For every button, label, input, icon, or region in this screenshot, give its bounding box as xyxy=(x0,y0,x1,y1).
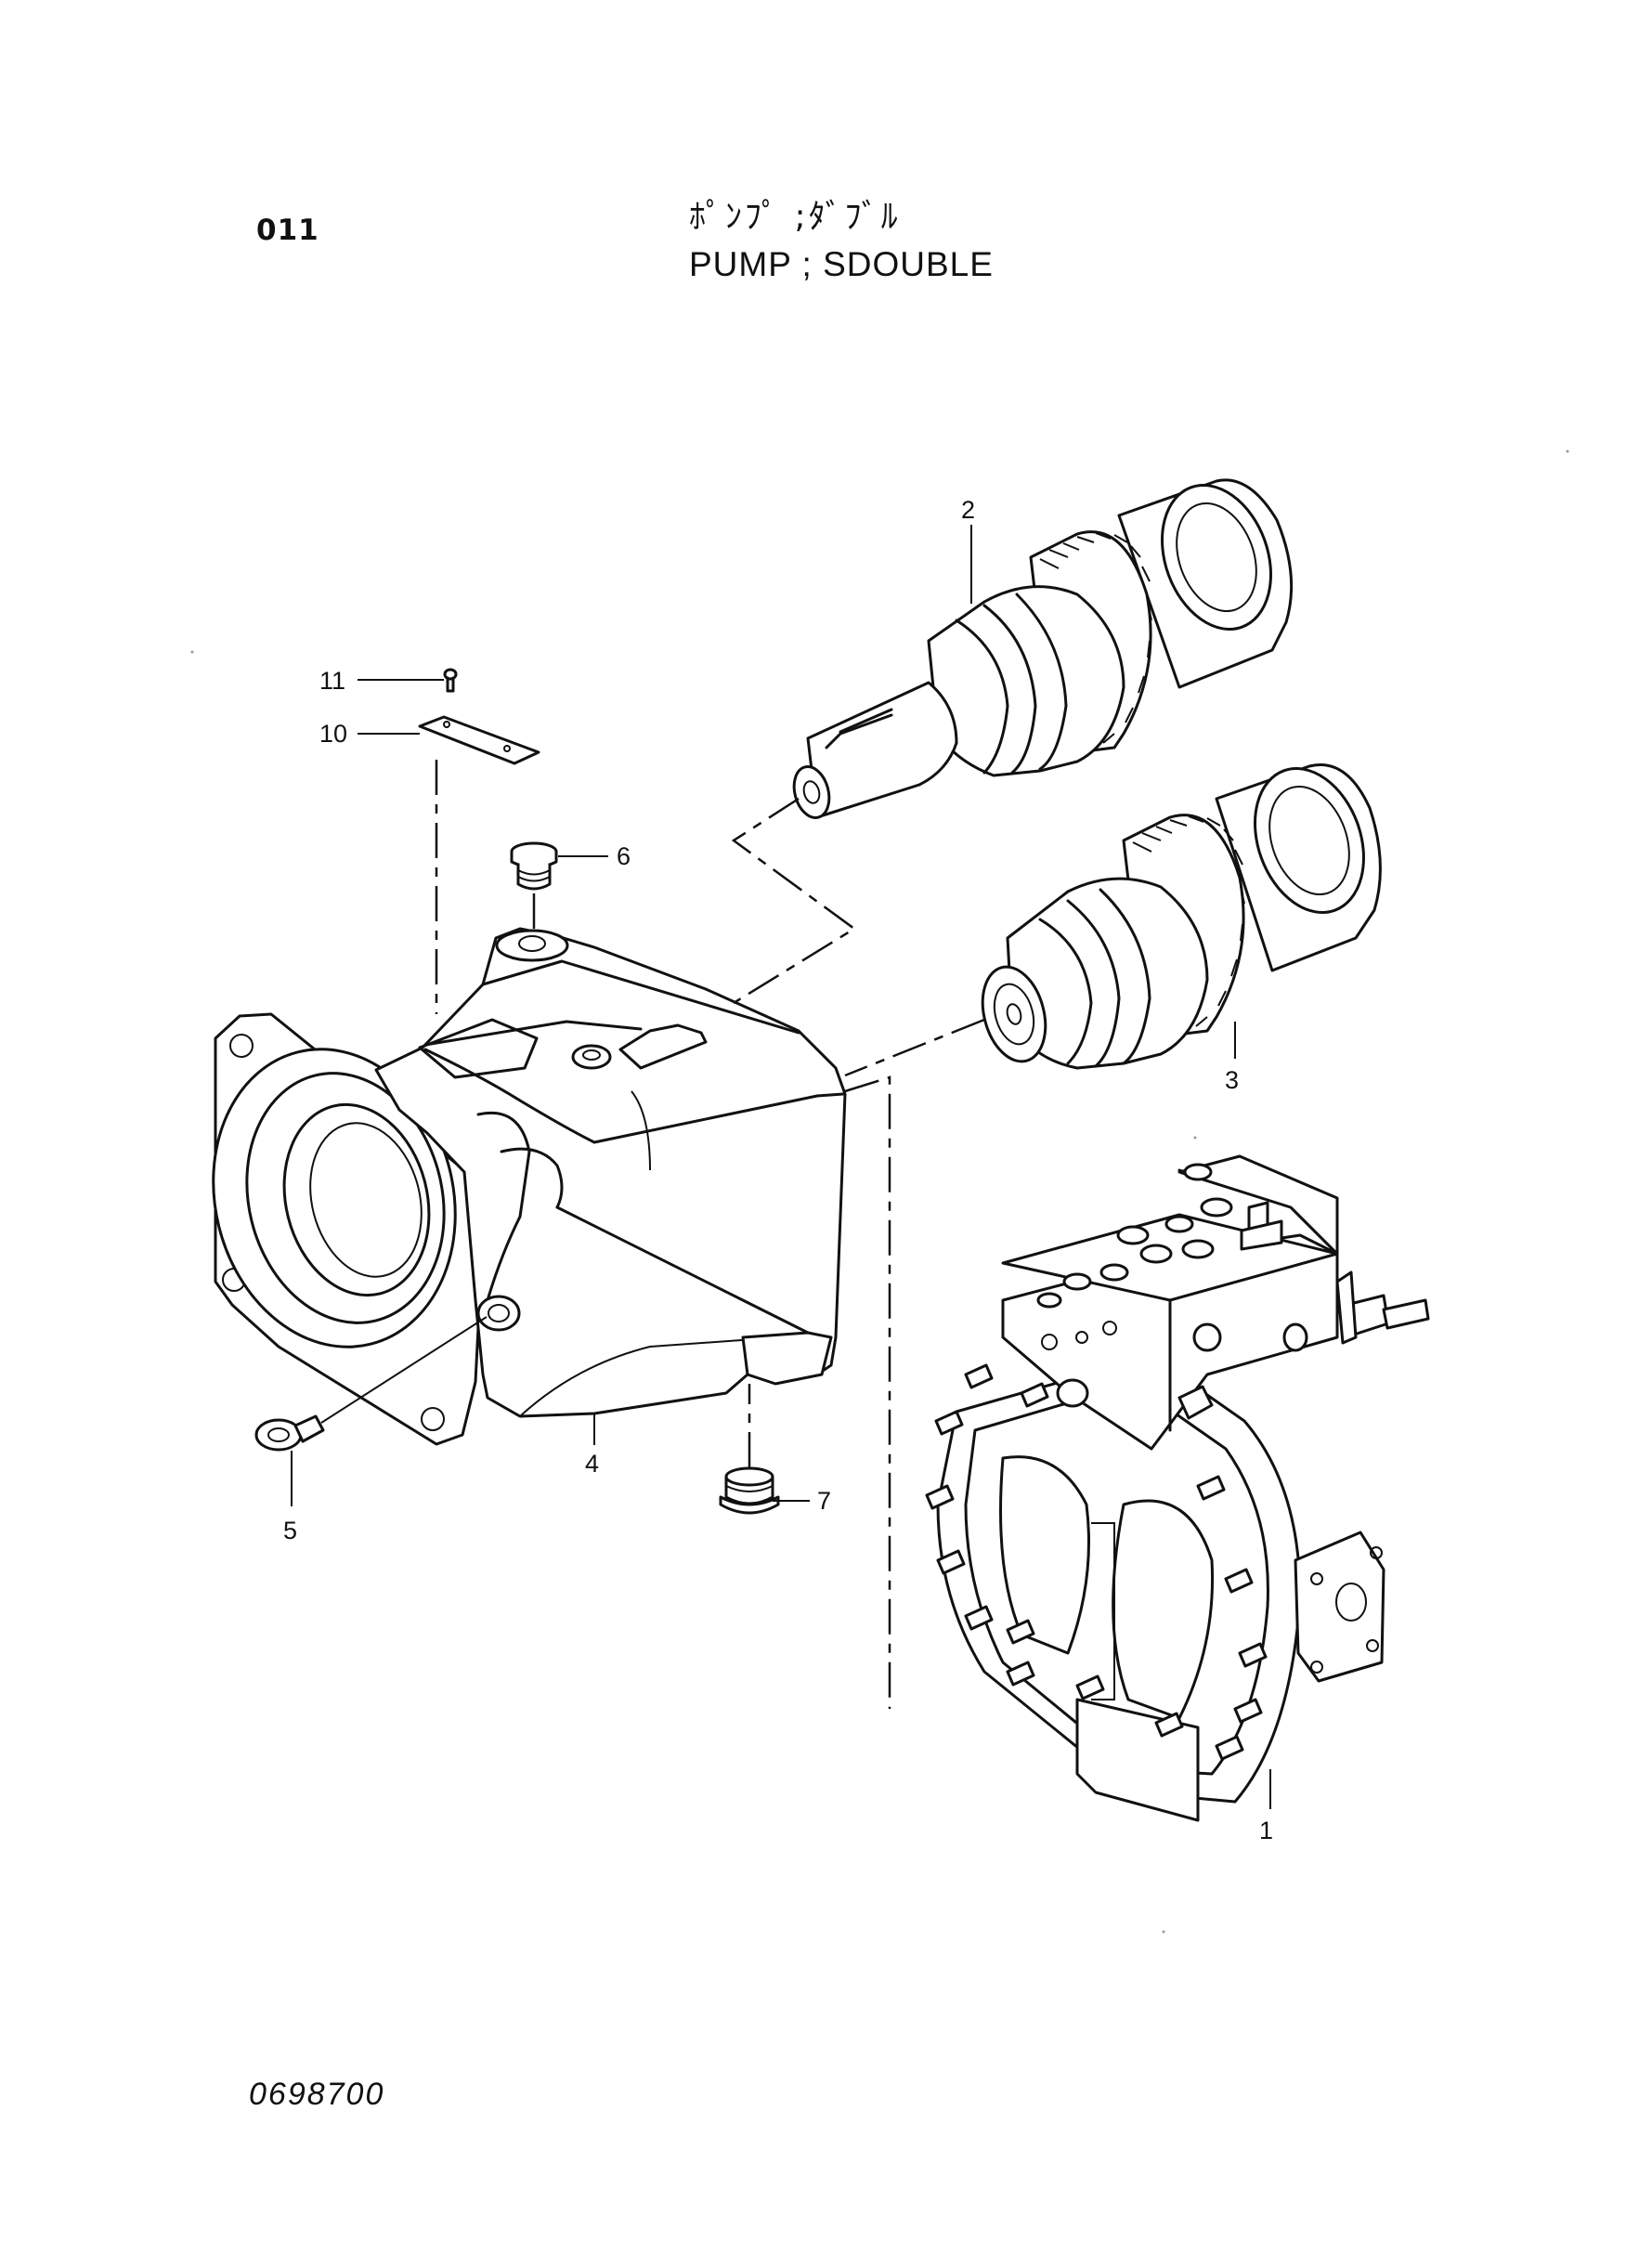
title-block: ﾎﾟﾝﾌﾟ ;ﾀﾞﾌﾞﾙ PUMP ; SDOUBLE xyxy=(689,197,994,286)
rivet-part xyxy=(443,668,458,693)
plug-5-part xyxy=(254,1414,325,1452)
assembly-line-rotary-group xyxy=(844,1018,985,1077)
assembly-line-plug-5 xyxy=(320,1316,488,1424)
valve-block-part xyxy=(925,1154,1430,1822)
stray-dot xyxy=(190,650,194,654)
page-title-japanese: ﾎﾟﾝﾌﾟ ;ﾀﾞﾌﾞﾙ xyxy=(689,198,901,236)
stray-dot xyxy=(1566,449,1569,453)
callout-label-5: 5 xyxy=(283,1517,297,1544)
rotary-group-part xyxy=(981,763,1382,1070)
callout-label-1: 1 xyxy=(1259,1817,1273,1844)
stray-dot xyxy=(1162,1930,1165,1934)
plug-7-part xyxy=(719,1466,780,1515)
nameplate-part xyxy=(418,715,540,765)
stud-bolts xyxy=(925,1363,1268,1761)
assembly-line-valve-block xyxy=(844,1075,891,1709)
callout-label-4: 4 xyxy=(585,1450,599,1478)
callout-label-11: 11 xyxy=(319,667,345,695)
plug-6-part xyxy=(510,841,558,891)
drawing-code: 0698700 xyxy=(249,2077,385,2112)
callout-label-3: 3 xyxy=(1225,1066,1239,1094)
stray-dot xyxy=(1193,1136,1197,1140)
callout-label-6: 6 xyxy=(617,842,631,870)
assembly-line-shaft xyxy=(731,797,857,1005)
callout-label-10: 10 xyxy=(319,720,347,748)
page-number: 011 xyxy=(256,214,319,247)
pump-housing-part xyxy=(212,927,847,1446)
page-title-english: PUMP ; SDOUBLE xyxy=(689,245,994,284)
rotary-group-shaft-part xyxy=(792,478,1294,819)
callout-label-7: 7 xyxy=(817,1487,831,1515)
callout-label-2: 2 xyxy=(961,496,975,524)
